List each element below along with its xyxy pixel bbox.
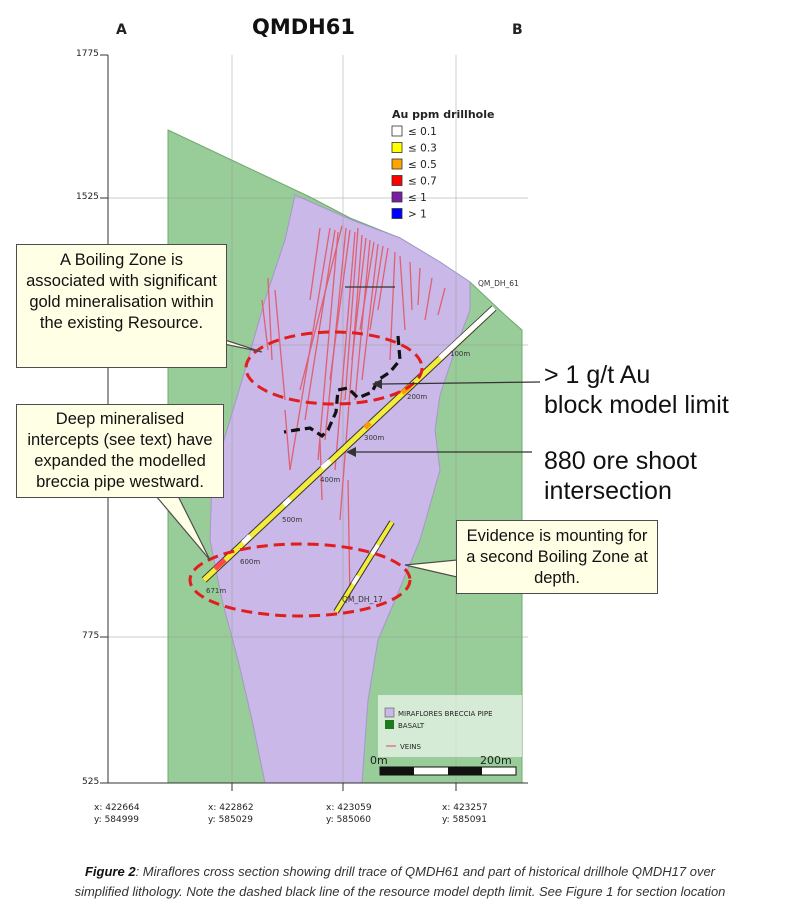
y-tick-label: 1775 <box>76 49 99 59</box>
y-tick-label: 1525 <box>76 192 99 202</box>
boiling-zone-ellipse <box>244 330 424 406</box>
ore-shoot-arrowhead <box>346 447 356 457</box>
drill-trace-qmdh17-segments <box>351 543 380 586</box>
drillhole-label-qmdh61: QM_DH_61 <box>478 279 519 288</box>
au-legend-label: ≤ 0.1 <box>408 126 437 138</box>
au-legend-label: ≤ 0.7 <box>408 176 437 188</box>
section-end-label: B <box>512 22 523 38</box>
legend-swatch-basalt <box>385 720 394 729</box>
scale-bar-end: 200m <box>480 754 512 767</box>
drill-trace-qmdh17 <box>334 520 394 614</box>
au-legend-swatch <box>391 125 403 137</box>
caption-figure-label: Figure 2 <box>84 864 136 879</box>
deep-intercepts-callout: Deep mineralised intercepts (see text) h… <box>16 404 224 498</box>
au-legend-swatch <box>391 142 403 153</box>
au-legend-label: ≤ 0.3 <box>408 143 437 155</box>
block-limit-arrowhead <box>372 379 382 389</box>
legend-label-breccia: MIRAFLORES BRECCIA PIPE <box>398 710 493 718</box>
figure-title: QMDH61 <box>252 15 355 39</box>
drillhole-label-qmdh17: QM_DH_17 <box>342 595 383 604</box>
depth-label: 300m <box>364 434 384 442</box>
au-legend-label: ≤ 0.5 <box>408 159 437 171</box>
block-model-limit-line <box>283 335 402 439</box>
section-start-label: A <box>116 22 127 38</box>
depth-label: 100m <box>450 350 470 358</box>
lithology-legend: MIRAFLORES BRECCIA PIPE BASALT VEINS <box>384 707 493 751</box>
lithology-legend-bg <box>378 695 522 757</box>
second-zone-callout: Evidence is mounting for a second Boilin… <box>456 520 658 594</box>
depth-label: 200m <box>407 393 427 401</box>
scale-bar: 0m 200m <box>370 754 517 776</box>
au-legend-swatch <box>391 208 403 219</box>
drill-trace-qmdh61-low-grade <box>438 306 496 360</box>
block-limit-annotation: > 1 g/t Au block model limit <box>544 361 729 419</box>
au-legend-swatch <box>391 175 403 186</box>
boiling-zone-callout: A Boiling Zone is associated with signif… <box>16 244 227 368</box>
y-tick-label: 775 <box>82 631 100 641</box>
second-boiling-zone-ellipse <box>188 542 412 618</box>
au-legend-label: > 1 <box>408 209 427 221</box>
figure-caption: Figure 2: Miraflores cross section showi… <box>0 862 800 902</box>
depth-label: 500m <box>282 516 302 524</box>
au-legend: Au ppm drillhole ≤ 0.1 ≤ 0.3 ≤ 0.5 ≤ 0.7 ≤ 1… <box>391 108 494 221</box>
ore-shoot-annotation: 880 ore shoot intersection <box>544 447 697 505</box>
depth-label: 600m <box>240 558 260 566</box>
au-legend-label: ≤ 1 <box>408 192 427 204</box>
y-tick-label: 525 <box>82 777 100 787</box>
block-limit-arrow <box>381 381 541 385</box>
au-legend-swatch <box>391 191 403 203</box>
legend-label-veins: VEINS <box>400 743 422 751</box>
depth-labels: 100m 200m 300m 400m 500m 600m 671m QM_DH… <box>206 279 519 604</box>
legend-swatch-breccia <box>384 707 395 718</box>
scale-bar-start: 0m <box>370 754 388 767</box>
depth-label: 671m <box>206 587 226 595</box>
au-legend-title: Au ppm drillhole <box>392 108 494 121</box>
caption-text: : Miraflores cross section showing drill… <box>135 864 716 879</box>
depth-label: 400m <box>320 476 340 484</box>
legend-label-basalt: BASALT <box>398 722 425 730</box>
caption-text-line2: simplified lithology. Note the dashed bl… <box>74 884 726 899</box>
au-legend-swatch <box>391 158 403 170</box>
x-axis-ticks <box>231 783 457 791</box>
